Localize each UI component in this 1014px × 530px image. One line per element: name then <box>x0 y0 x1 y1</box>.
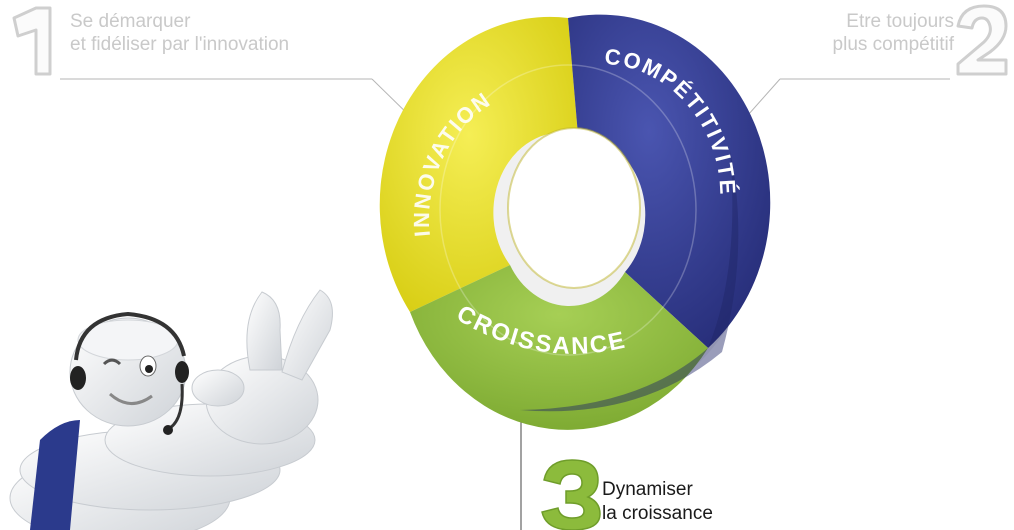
callout-competitivite: Etre toujours plus compétitif <box>833 10 954 56</box>
number-3-icon <box>541 459 601 530</box>
callout-innovation-line-1: Se démarquer <box>70 11 191 32</box>
callout-innovation-line-2: et fidéliser par l'innovation <box>70 34 290 55</box>
segment-croissance <box>410 265 708 430</box>
callout-competitivite-line-1: Etre toujours <box>846 11 954 32</box>
strategy-wheel: INNOVATION COMPÉTITIVITÉ CROISSANCE <box>379 14 771 430</box>
callout-croissance-line-2: la croissance <box>602 503 713 524</box>
leader-line-1 <box>60 78 422 128</box>
number-1-icon <box>12 6 52 76</box>
callout-croissance: Dynamiser la croissance <box>602 478 713 526</box>
segment-competitivite <box>568 14 771 348</box>
callout-competitivite-line-2: plus compétitif <box>832 34 954 55</box>
leader-line-2 <box>736 78 950 128</box>
segment-innovation <box>379 16 578 313</box>
michelin-man-mascot <box>9 289 333 530</box>
callout-innovation: Se démarquer et fidéliser par l'innovati… <box>70 10 289 56</box>
callout-croissance-line-1: Dynamiser <box>602 479 693 500</box>
number-2-icon <box>956 4 1008 76</box>
